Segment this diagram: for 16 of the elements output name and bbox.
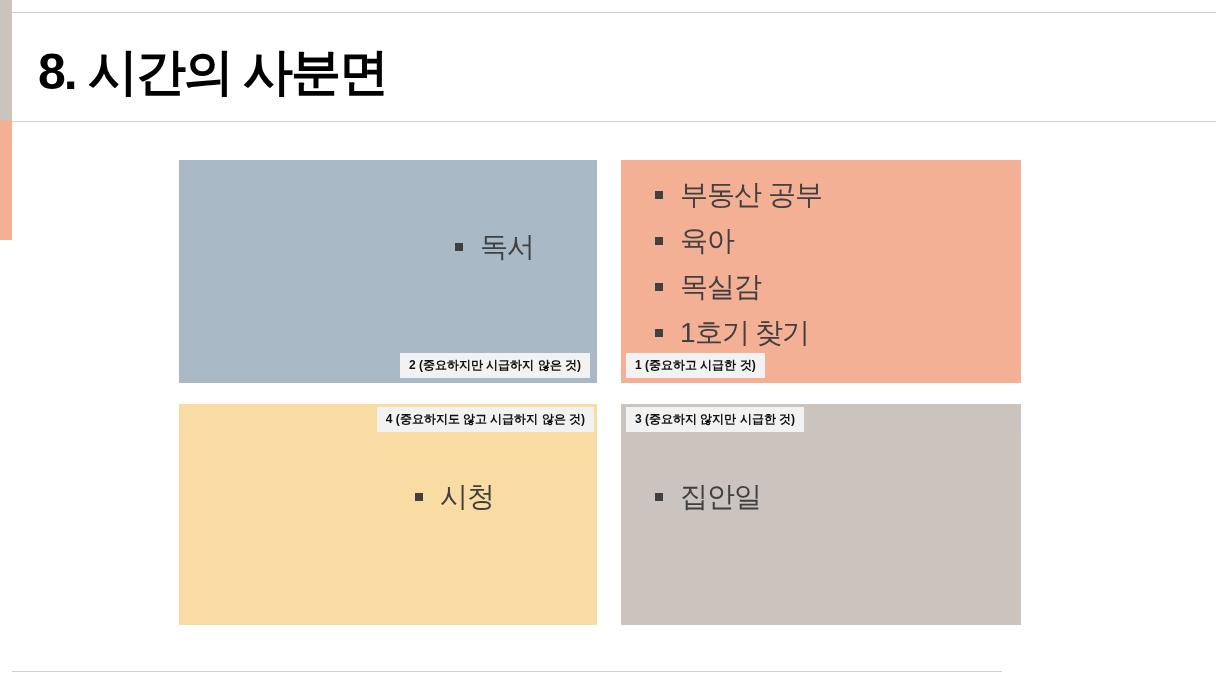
quadrant-label: 2 (중요하지만 시급하지 않은 것) [400, 353, 590, 378]
list-item-text: 시청 [440, 480, 494, 514]
list-item-text: 1호기 찾기 [680, 316, 810, 350]
quadrant-label: 3 (중요하지 않지만 시급한 것) [626, 407, 804, 432]
quadrant-label: 1 (중요하고 시급한 것) [626, 353, 765, 378]
list-item-text: 부동산 공부 [680, 178, 822, 212]
list-item-text: 목실감 [680, 270, 761, 304]
quadrant-panel [621, 404, 1021, 625]
list-item-text: 육아 [680, 224, 734, 258]
quadrant-panel [179, 404, 597, 625]
quadrant-panel [621, 160, 1021, 383]
quadrant-panel [179, 160, 597, 383]
slide-title: 8. 시간의 사분면 [38, 43, 388, 102]
list-item-text: 집안일 [680, 480, 761, 514]
quadrant-label: 4 (중요하지도 않고 시급하지 않은 것) [376, 407, 594, 432]
list-item-text: 독서 [480, 230, 534, 264]
